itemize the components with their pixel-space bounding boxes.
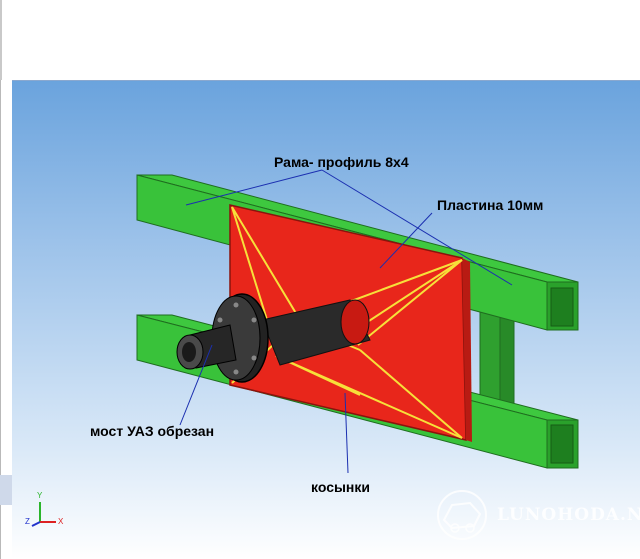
window-edge bbox=[0, 0, 2, 80]
axle-label: мост УАЗ обрезан bbox=[90, 423, 215, 439]
watermark-logo bbox=[437, 490, 487, 540]
left-panel-divider bbox=[0, 80, 1, 559]
triad-z-label: Z bbox=[25, 517, 30, 526]
leader-lines bbox=[179, 169, 513, 474]
watermark-text: LUNOHODA.NET bbox=[497, 505, 640, 525]
triad-y-label: Y bbox=[37, 491, 43, 500]
axle-model bbox=[176, 293, 371, 383]
top-blank-area bbox=[0, 0, 640, 80]
left-panel bbox=[0, 80, 12, 559]
plate-label: Пластина 10мм bbox=[437, 197, 544, 213]
gussets-label: косынки bbox=[311, 479, 371, 495]
frame-label: Рама- профиль 8х4 bbox=[274, 154, 409, 170]
left-panel-tab[interactable] bbox=[0, 475, 12, 505]
triad-x-label: X bbox=[58, 517, 64, 526]
axis-triad bbox=[31, 502, 56, 527]
viewport-border bbox=[12, 80, 640, 81]
